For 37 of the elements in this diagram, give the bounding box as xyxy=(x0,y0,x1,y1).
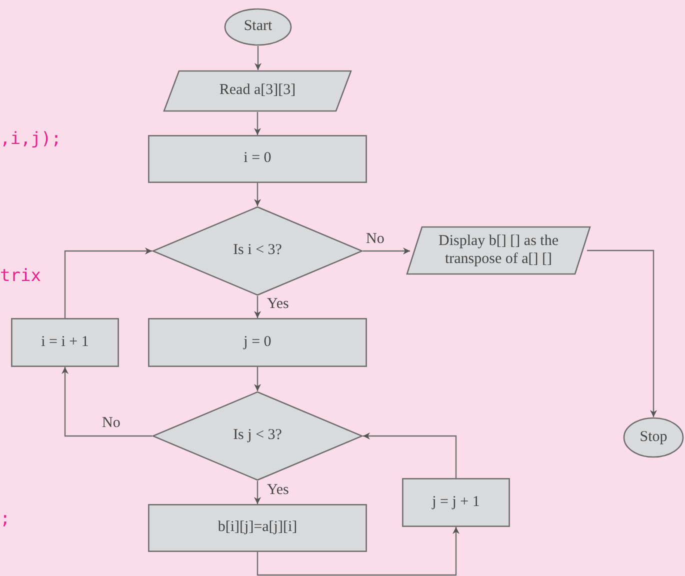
terminal-ellipse xyxy=(623,417,684,458)
process-box xyxy=(402,478,510,527)
io-parallelogram xyxy=(406,226,591,275)
arrow xyxy=(254,183,261,206)
arrow xyxy=(254,367,261,391)
arrow xyxy=(254,296,261,318)
arrow xyxy=(254,46,262,70)
process-box xyxy=(148,318,367,367)
arrow xyxy=(363,432,457,478)
node-label: i = i + 1 xyxy=(41,334,89,352)
arrow xyxy=(254,481,261,504)
node-label: Start xyxy=(244,18,272,36)
arrow xyxy=(256,527,460,576)
decision-diamond xyxy=(152,391,363,481)
arrow xyxy=(62,367,152,437)
arrow xyxy=(254,112,261,135)
process-box xyxy=(148,135,367,183)
decision-diamond xyxy=(152,206,363,296)
node-label: i = 0 xyxy=(244,150,272,168)
arrow xyxy=(587,250,657,417)
io-parallelogram xyxy=(163,70,352,112)
node-label: Read a[3][3] xyxy=(219,82,296,100)
arrow xyxy=(64,248,152,318)
node-label: Is j < 3? xyxy=(233,427,282,445)
terminal-ellipse xyxy=(224,8,292,46)
code-fragment: ; xyxy=(0,511,10,528)
node-label: j = j + 1 xyxy=(432,494,480,512)
arrow xyxy=(363,248,410,254)
node-label: Display b[] [] as the transpose of a[] [] xyxy=(438,233,560,268)
node-label: j = 0 xyxy=(244,334,272,352)
node-label: b[i][j]=a[j][i] xyxy=(218,519,298,537)
process-box xyxy=(11,318,119,367)
code-fragment: trix xyxy=(0,268,41,285)
node-label: Stop xyxy=(640,428,668,446)
process-box xyxy=(148,504,367,552)
node-label: Is i < 3? xyxy=(233,242,282,260)
code-fragment: ,i,j); xyxy=(0,131,62,148)
